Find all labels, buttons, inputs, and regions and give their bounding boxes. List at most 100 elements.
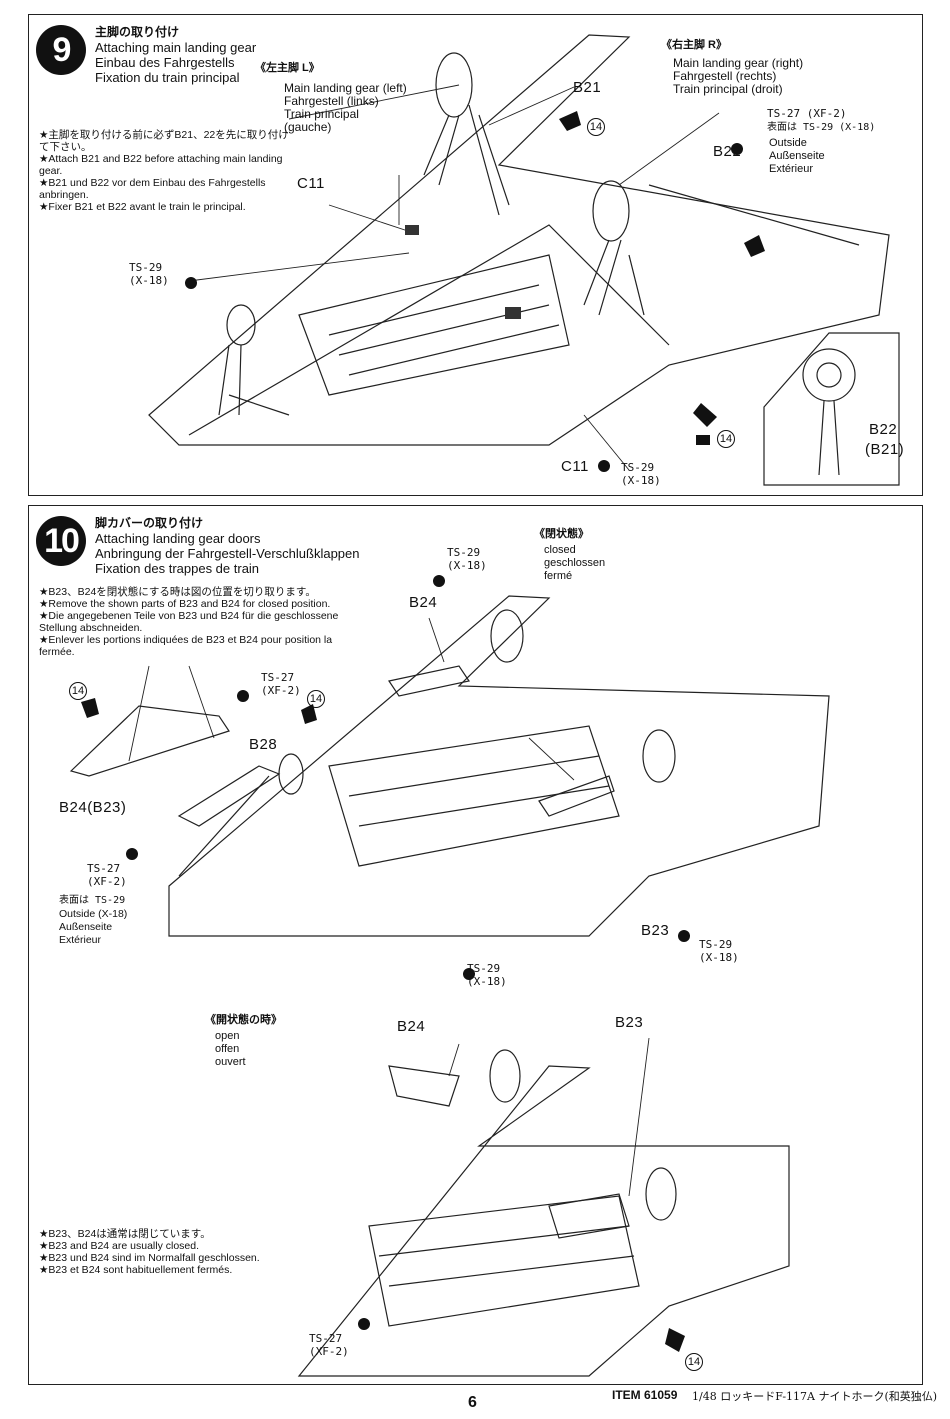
right-gear-label: Main landing gear (right) Fahrgestell (r… (673, 57, 803, 96)
main-gear-assembly-drawing (148, 34, 900, 486)
usually-note-fr: ★B23 et B24 sont habituellement fermés. (39, 1264, 233, 1276)
title-de: Anbringung der Fahrgestell-Verschlußklap… (95, 546, 360, 561)
paint-ts29-label: TS-29 (X-18) (129, 261, 169, 287)
step-title: 主脚の取り付け Attaching main landing gear Einb… (95, 25, 256, 85)
open-de: offen (215, 1043, 240, 1055)
outside-label: Outside (X-18) Außenseite Extérieur (59, 908, 127, 947)
hand-pointer-icon (301, 704, 317, 724)
step-ref-14: 14 (685, 1352, 703, 1371)
paint-ts29-label: TS-29 (X-18) (467, 962, 507, 988)
step-number-badge: 9 (36, 25, 86, 75)
note-fr: ★Enlever les portions indiquées de B23 e… (39, 634, 333, 658)
title-en: Attaching landing gear doors (95, 531, 261, 546)
paint-xf2-code: (XF-2) (309, 1345, 349, 1358)
paint-dot-icon (358, 1318, 370, 1330)
usually-note-de: ★B23 und B24 sind im Normalfall geschlos… (39, 1252, 260, 1264)
usually-closed-notes: ★B23、B24は通常は閉じています。 ★B23 and B24 are usu… (39, 1228, 319, 1276)
paint-ts29-code: TS-29 (699, 938, 733, 951)
step-notes: ★B23、B24を閉状態にする時は図の位置を切り取ります。 ★Remove th… (39, 586, 369, 658)
part-b23-label: B23 (641, 922, 670, 939)
title-fr: Fixation des trappes de train (95, 561, 260, 576)
closed-en: closed (544, 544, 576, 556)
left-gear-label: Main landing gear (left) Fahrgestell (li… (284, 82, 407, 134)
hand-pointer-icon (744, 235, 765, 257)
left-gear-de: Fahrgestell (links) (284, 94, 379, 108)
note-en: ★Remove the shown parts of B23 and B24 f… (39, 598, 331, 610)
open-en: open (215, 1030, 240, 1042)
right-gear-de: Fahrgestell (rechts) (673, 69, 777, 83)
paint-ts27-label: TS-27 (XF-2) (261, 671, 301, 697)
part-b24-label: B24 (409, 594, 438, 611)
note-fr: ★Fixer B21 et B22 avant le train le prin… (39, 201, 246, 213)
step-ref-14: 14 (69, 681, 87, 700)
note-de: ★Die angegebenen Teile von B23 und B24 f… (39, 610, 339, 634)
paint-ts29-code: TS-29 (129, 261, 163, 274)
note-jp: ★B23、B24を閉状態にする時は図の位置を切り取ります。 (39, 586, 316, 598)
step9-panel: 9 主脚の取り付け Attaching main landing gear Ei… (28, 14, 923, 496)
title-fr: Fixation du train principal (95, 70, 240, 85)
step-notes: ★主脚を取り付ける前に必ずB21、22を先に取り付けて下さい。 ★Attach … (39, 129, 289, 213)
item-number: ITEM 61059 (612, 1388, 678, 1402)
hand-pointer-icon (559, 111, 581, 131)
paint-dot-icon (126, 848, 138, 860)
gear-doors-drawing (69, 575, 830, 1377)
hand-pointer-icon (665, 1328, 685, 1352)
outside-en: Outside (X-18) (59, 908, 128, 920)
left-gear-en: Main landing gear (left) (284, 81, 407, 95)
left-gear-fr1: Train principal (284, 107, 359, 121)
usually-note-jp: ★B23、B24は通常は閉じています。 (39, 1228, 211, 1240)
page-number: 6 (468, 1394, 477, 1411)
left-gear-jp: 《左主脚 L》 (255, 62, 320, 74)
right-gear-fr: Train principal (droit) (673, 82, 783, 96)
paint-ts29-label: TS-29 (X-18) (699, 938, 739, 964)
step-ref-14: 14 (717, 429, 735, 448)
part-b24-label: B24 (397, 1018, 426, 1035)
paint-dot-icon (463, 968, 475, 980)
surface-label: 表面は TS-29 (59, 895, 126, 906)
right-gear-jp: 《右主脚 R》 (661, 39, 727, 51)
note-de: ★B21 und B22 vor dem Einbau des Fahrgest… (39, 177, 266, 201)
paint-ts29-code: TS-29 (467, 962, 501, 975)
outside-fr: Extérieur (59, 934, 102, 946)
closed-fr: fermé (544, 570, 573, 582)
paint-x18-code: (X-18) (621, 474, 661, 487)
left-gear-fr2: (gauche) (284, 120, 332, 134)
paint-x18-code: (X-18) (447, 559, 487, 572)
detail-b21-label: (B21) (865, 441, 905, 458)
paint-ts29-code: TS-29 (621, 461, 655, 474)
paint-xf2-code: (XF-2) (261, 684, 301, 697)
paint-ts29-label: TS-29 (X-18) (447, 546, 487, 572)
outside-de: Außenseite (769, 150, 825, 162)
usually-note-en: ★B23 and B24 are usually closed. (39, 1240, 200, 1252)
closed-label: closed geschlossen fermé (544, 544, 605, 583)
paint-ts27-code: TS-27 (309, 1332, 343, 1345)
title-jp: 脚カバーの取り付け (95, 516, 204, 530)
paint-ts27-code: TS-27 (87, 862, 121, 875)
outside-label: Outside Außenseite Extérieur (769, 137, 825, 176)
part-b24b23-label: B24(B23) (59, 799, 127, 816)
paint-dot-icon (731, 143, 743, 155)
paint-x18-code: (X-18) (129, 274, 169, 287)
paint-dot-icon (237, 690, 249, 702)
paint-ts27-label: TS-27 (XF-2) (309, 1332, 349, 1358)
step-ref-14: 14 (587, 117, 605, 136)
title-jp: 主脚の取り付け (95, 25, 180, 39)
paint-dot-icon (678, 930, 690, 942)
paint-dot-icon (598, 460, 610, 472)
part-b28-label: B28 (249, 736, 278, 753)
closed-jp: 《閉状態》 (534, 528, 589, 540)
paint-ts27-label: TS-27 (XF-2) (87, 862, 127, 888)
hand-pointer-icon (81, 698, 99, 718)
part-c11-label: C11 (561, 458, 589, 475)
paint-xf2-code: (XF-2) (87, 875, 127, 888)
product-name: 1/48 ロッキードF-117A ナイトホーク(和英独仏) (692, 1390, 938, 1403)
note-jp: ★主脚を取り付ける前に必ずB21、22を先に取り付けて下さい。 (39, 129, 289, 153)
right-gear-en: Main landing gear (right) (673, 56, 804, 70)
closed-de: geschlossen (544, 557, 606, 569)
detail-b22-label: B22 (869, 421, 898, 438)
part-b22-label: B22 (713, 143, 742, 160)
paint-ts29-label: TS-29 (X-18) (621, 461, 661, 487)
part-b21-label: B21 (573, 79, 602, 96)
paint-ts27-code: TS-27 (261, 671, 295, 684)
open-label: open offen ouvert (215, 1030, 246, 1069)
